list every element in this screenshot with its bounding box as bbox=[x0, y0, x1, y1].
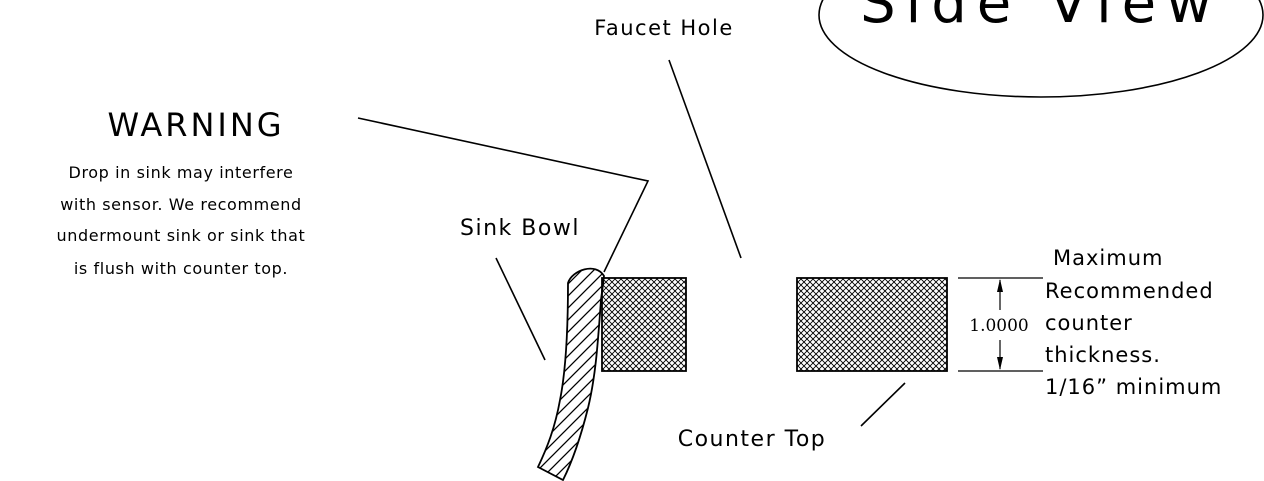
faucet-hole-leader bbox=[668, 59, 742, 259]
sink-bowl-wall bbox=[536, 267, 605, 481]
warning-line-3: undermount sink or sink that bbox=[57, 226, 306, 245]
dimension-arrow-up-icon bbox=[997, 279, 1003, 292]
view-title-callout: Side View bbox=[818, 0, 1264, 98]
warning-line-2: with sensor. We recommend bbox=[60, 195, 302, 214]
dimension-note-line-4: thickness. bbox=[1045, 343, 1161, 367]
dimension-note-line-5: 1/16” minimum bbox=[1045, 375, 1222, 399]
dimension-note-line-2: Recommended bbox=[1045, 279, 1214, 303]
dimension-value: 1.0000 bbox=[969, 316, 1028, 336]
counter-top-left bbox=[601, 277, 687, 372]
dimension-note-line-1: Maximum bbox=[1053, 246, 1163, 270]
warning-line-1: Drop in sink may interfere bbox=[69, 163, 294, 182]
dimension-arrow-down-icon bbox=[997, 357, 1003, 370]
dimension-note-line-3: counter bbox=[1045, 311, 1133, 335]
view-title: Side View bbox=[860, 0, 1222, 36]
sink-bowl-leader bbox=[495, 257, 546, 361]
warning-title: WARNING bbox=[107, 106, 284, 144]
faucet-hole-label: Faucet Hole bbox=[594, 16, 734, 40]
warning-line-4: is flush with counter top. bbox=[74, 259, 288, 278]
thickness-dimension: 1.0000 bbox=[958, 277, 1043, 372]
counter-top-right bbox=[796, 277, 948, 372]
sink-bowl-label: Sink Bowl bbox=[460, 216, 580, 241]
counter-top-label: Counter Top bbox=[678, 427, 827, 452]
counter-top-leader bbox=[860, 382, 906, 427]
view-title-ellipse bbox=[818, 0, 1264, 98]
warning-leader bbox=[357, 117, 650, 273]
